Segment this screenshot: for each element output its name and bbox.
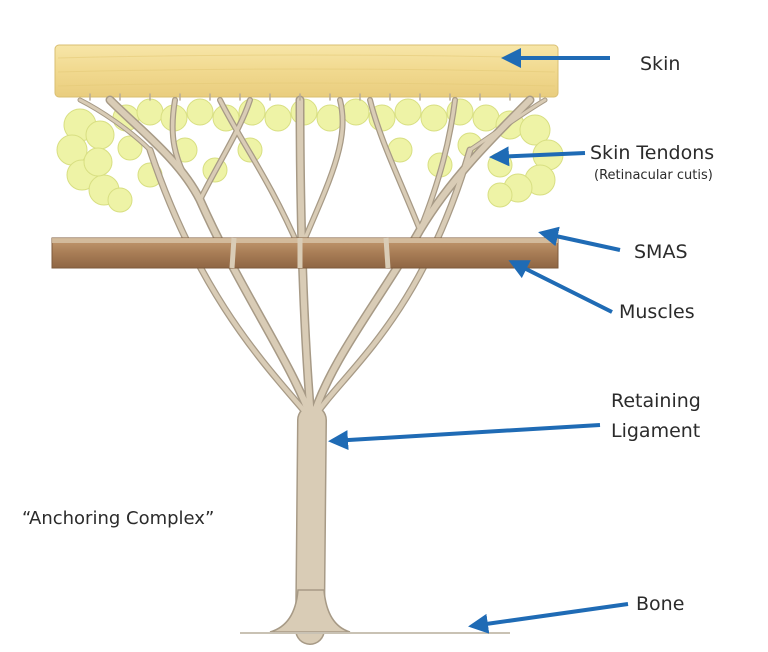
retaining-ligament-arrow xyxy=(328,423,601,451)
skin-label: Skin xyxy=(640,53,681,75)
retaining-label: Retaining xyxy=(611,390,701,412)
muscles-arrow xyxy=(508,260,613,314)
muscles-label: Muscles xyxy=(619,301,695,323)
skin-layer xyxy=(54,44,559,98)
retaining-ligament-tree xyxy=(77,93,548,645)
smas-arrow xyxy=(538,226,621,252)
bone-label: Bone xyxy=(636,593,685,615)
arrows xyxy=(328,48,629,634)
smas-muscle-layer xyxy=(51,237,559,269)
bone-arrow xyxy=(468,602,629,634)
smas-label: SMAS xyxy=(634,241,688,263)
ligament-label: Ligament xyxy=(611,420,701,442)
anchoring-complex-caption: “Anchoring Complex” xyxy=(22,508,215,529)
fat-layer xyxy=(56,98,564,213)
skin-tendons-label: Skin Tendons xyxy=(590,142,715,164)
ligament-through-smas xyxy=(229,237,391,269)
skin-tendons-arrow xyxy=(489,146,586,167)
retinacular-cutis-label: (Retinacular cutis) xyxy=(594,168,713,183)
